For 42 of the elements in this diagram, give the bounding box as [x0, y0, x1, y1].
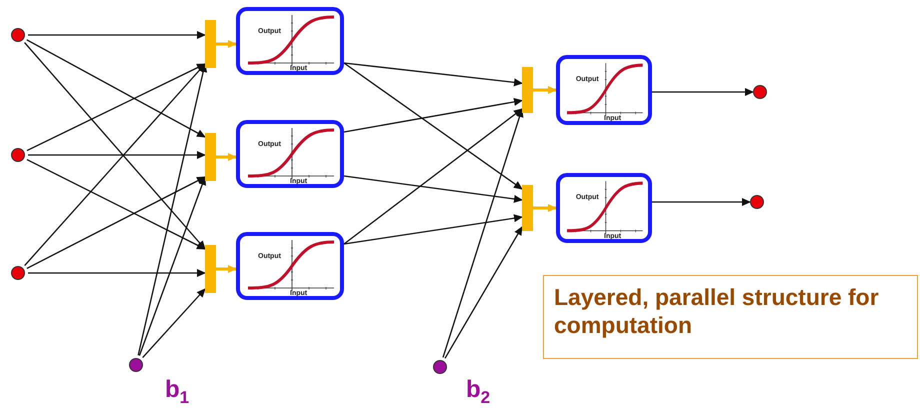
bias-node-circle: [433, 360, 447, 374]
arrow: [442, 108, 524, 358]
arrow: [344, 98, 523, 133]
summation-bar: [205, 245, 216, 293]
arrow: [344, 175, 523, 203]
neuron-circle: [11, 28, 25, 42]
summation-bar: [205, 20, 216, 68]
arrow: [28, 31, 206, 39]
bias-label: b$_{1}$: [165, 378, 190, 406]
summation-bar: [205, 133, 216, 181]
arrow: [344, 62, 523, 190]
arrow: [28, 151, 206, 159]
arrow: [652, 88, 754, 96]
bias-label: b$_{2}$: [466, 378, 490, 406]
neuron-circle: [11, 266, 25, 280]
arrow: [28, 269, 206, 277]
arrow: [26, 176, 206, 269]
arrow: [24, 63, 206, 266]
bias-node-circle: [129, 358, 143, 372]
arrow: [142, 288, 206, 358]
arrow: [216, 40, 237, 48]
callout-text: Layered, parallel structure for computation: [554, 284, 879, 338]
arrow: [26, 39, 206, 138]
arrow: [344, 62, 523, 86]
neuron-circle: [11, 148, 25, 162]
arrow: [533, 86, 557, 94]
arrow: [444, 226, 523, 359]
arrow: [24, 42, 206, 250]
summation-bar: [522, 185, 533, 231]
arrow: [26, 158, 206, 250]
callout-box: [543, 275, 918, 359]
arrow: [344, 108, 523, 245]
neuron-circle: [753, 85, 767, 99]
arrow: [26, 63, 206, 152]
arrow: [216, 153, 237, 161]
arrow: [216, 265, 237, 273]
arrow: [533, 204, 557, 212]
arrow: [138, 176, 206, 356]
neuron-circle: [750, 195, 764, 209]
arrow: [652, 198, 751, 206]
arrow: [344, 214, 523, 245]
summation-bar: [522, 67, 533, 113]
